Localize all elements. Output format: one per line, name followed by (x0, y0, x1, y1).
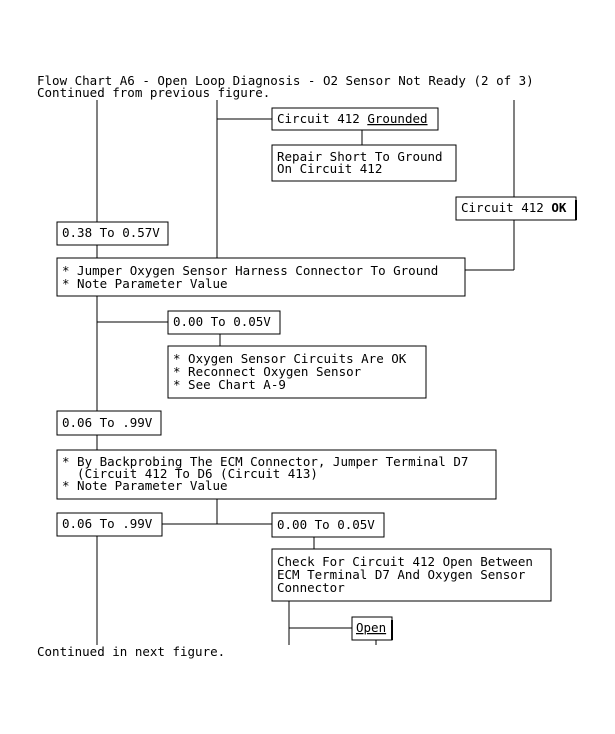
check-line-1: Check For Circuit 412 Open Between (277, 554, 533, 569)
node-range-038-057: 0.38 To 0.57V (56, 221, 169, 246)
node-jumper-harness: * Jumper Oxygen Sensor Harness Connector… (56, 257, 466, 297)
node-range-006-099-a: 0.06 To .99V (56, 410, 162, 436)
node-repair-short: Repair Short To Ground On Circuit 412 (271, 144, 457, 182)
range-006-099-a-text: 0.06 To .99V (62, 415, 153, 430)
svg-text:Circuit 412 OK: Circuit 412 OK (461, 200, 567, 215)
flowchart-title: Flow Chart A6 - Open Loop Diagnosis - O2… (37, 73, 534, 88)
node-range-006-099-b: 0.06 To .99V (56, 512, 163, 537)
ok-prefix: Circuit 412 (461, 200, 551, 215)
node-circuit-412-ok: Circuit 412 OK (455, 196, 577, 221)
check-line-2: ECM Terminal D7 And Oxygen Sensor (277, 567, 526, 582)
open-text: Open (356, 620, 386, 635)
range-000-005-b-text: 0.00 To 0.05V (277, 517, 375, 532)
circuits-ok-line-1: * Oxygen Sensor Circuits Are OK (173, 351, 407, 366)
repair-line-1: Repair Short To Ground (277, 149, 443, 164)
connector-lines (96, 100, 515, 645)
range-000-005-a-text: 0.00 To 0.05V (173, 314, 271, 329)
grounded-emphasis: Grounded (367, 111, 427, 126)
node-check-open: Check For Circuit 412 Open Between ECM T… (271, 548, 552, 602)
continued-from-label: Continued from previous figure. (37, 85, 270, 100)
grounded-prefix: Circuit 412 (277, 111, 367, 126)
node-circuits-ok: * Oxygen Sensor Circuits Are OK * Reconn… (167, 345, 427, 399)
jumper-line-2: * Note Parameter Value (62, 276, 228, 291)
backprobe-line-2: (Circuit 412 To D6 (Circuit 413) (62, 466, 318, 481)
range-006-099-b-text: 0.06 To .99V (62, 516, 153, 531)
node-range-000-005-a: 0.00 To 0.05V (167, 310, 281, 335)
ok-emphasis: OK (551, 200, 567, 215)
repair-line-2: On Circuit 412 (277, 161, 382, 176)
jumper-line-1: * Jumper Oxygen Sensor Harness Connector… (62, 263, 438, 278)
backprobe-line-3: * Note Parameter Value (62, 478, 228, 493)
node-open-result: Open (351, 616, 393, 641)
node-backprobe-ecm: * By Backprobing The ECM Connector, Jump… (56, 449, 497, 500)
range-038-057-text: 0.38 To 0.57V (62, 225, 160, 240)
node-circuit-412-grounded: Circuit 412 Grounded (271, 107, 439, 131)
check-line-3: Connector (277, 580, 345, 595)
node-range-000-005-b: 0.00 To 0.05V (271, 512, 385, 538)
continued-in-label: Continued in next figure. (37, 644, 225, 659)
circuits-ok-line-2: * Reconnect Oxygen Sensor (173, 364, 362, 379)
backprobe-line-1: * By Backprobing The ECM Connector, Jump… (62, 454, 468, 469)
svg-text:Circuit 412 Grounded: Circuit 412 Grounded (277, 111, 428, 126)
circuits-ok-line-3: * See Chart A-9 (173, 377, 286, 392)
